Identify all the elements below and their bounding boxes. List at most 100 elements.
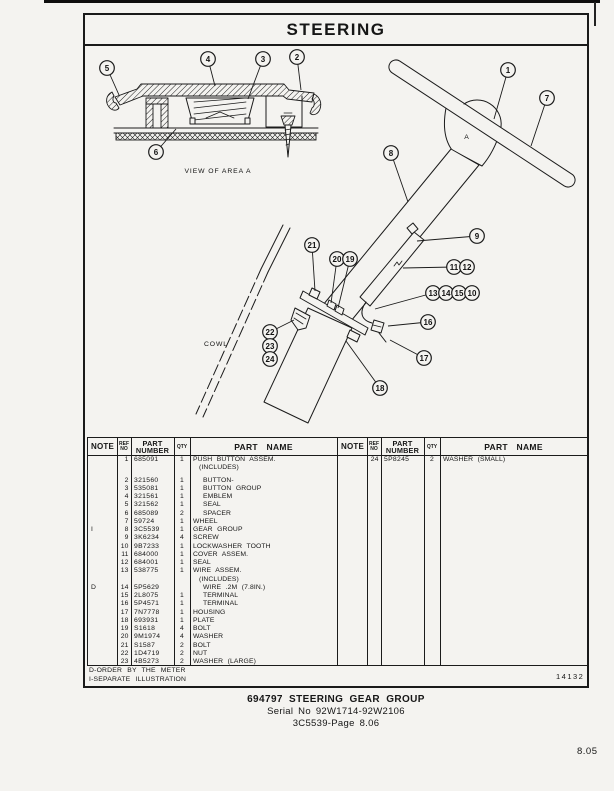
column-divider xyxy=(381,438,382,665)
cell-note xyxy=(88,609,117,617)
cell-part: 59724 xyxy=(134,517,155,525)
cell-note xyxy=(88,485,117,493)
callout-leader-8 xyxy=(390,152,409,203)
cell-part: 693931 xyxy=(134,616,159,624)
header-qty: QTY xyxy=(426,443,438,450)
cell-part: 2L8075 xyxy=(134,592,159,599)
cell-part: 9B7233 xyxy=(134,542,160,550)
cell-name: BUTTON- xyxy=(203,476,234,484)
cell-ref: 3 xyxy=(124,484,129,492)
cell-note xyxy=(88,576,117,584)
cell-ref: 13 xyxy=(120,567,129,575)
cowl-lines xyxy=(195,224,291,418)
table-header: NOTE REF NO PART NUMBER QTY PART NAME xyxy=(338,438,587,456)
column-divider xyxy=(367,438,368,665)
cell-ref: 2 xyxy=(124,476,129,484)
cell-name: WIRE .2M (7.8IN.) xyxy=(203,583,266,591)
cell-qty: 1 xyxy=(180,542,184,550)
cell-part: S1618 xyxy=(134,625,156,632)
callout-2: 2 xyxy=(289,49,305,91)
footer-block: 694797 STEERING GEAR GROUP Serial No 92W… xyxy=(83,694,589,729)
cell-note xyxy=(88,477,117,485)
cell-ref: 11 xyxy=(121,550,129,558)
cell-qty: 1 xyxy=(180,456,184,463)
callout-18: 18 xyxy=(345,340,388,396)
cell-note: I xyxy=(91,526,93,533)
cell-ref: 5 xyxy=(124,501,129,509)
callout-number-6: 6 xyxy=(154,148,159,157)
callout-9: 9 xyxy=(416,228,485,244)
cell-note xyxy=(88,625,117,633)
cell-note xyxy=(88,518,117,526)
callout-circle-10 xyxy=(464,285,480,301)
page-title: STEERING xyxy=(286,19,386,39)
mounting-plate xyxy=(299,290,369,336)
cell-ref: 15 xyxy=(120,592,129,599)
callout-8: 8 xyxy=(383,145,409,203)
cell-part: 5P8245 xyxy=(384,456,410,463)
steering-diagram: VIEW OF AREA A xyxy=(99,49,576,424)
cell-part: 535081 xyxy=(134,484,159,492)
cell-name: EMBLEM xyxy=(203,493,233,500)
callout-12: 12 xyxy=(459,259,475,275)
cell-note xyxy=(88,551,117,559)
callout-number-9: 9 xyxy=(475,232,480,241)
callout-5: 5 xyxy=(99,60,120,96)
callout-number-15: 15 xyxy=(455,289,464,298)
legend-d: D-ORDER BY THE METER xyxy=(89,667,186,674)
table-row: (INCLUDES) xyxy=(88,464,337,472)
callout-number-21: 21 xyxy=(308,241,317,250)
cell-part: 685091 xyxy=(134,456,159,463)
cell-qty: 4 xyxy=(180,625,184,632)
cell-ref: 16 xyxy=(120,600,129,608)
column-divider xyxy=(424,438,425,665)
cell-note xyxy=(88,567,117,575)
callout-17: 17 xyxy=(389,339,432,366)
callout-circle-19 xyxy=(342,251,358,267)
callout-number-12: 12 xyxy=(463,263,472,272)
cell-ref: 17 xyxy=(120,608,129,616)
callout-leader-7 xyxy=(530,97,548,147)
cell-ref: 22 xyxy=(120,649,129,657)
cell-name: WHEEL xyxy=(193,517,218,525)
page-number: 8.05 xyxy=(577,746,598,757)
page-title-bar: STEERING xyxy=(85,15,587,46)
cell-note xyxy=(88,493,117,501)
steering-wheel-rim xyxy=(388,59,576,188)
cell-part: 3C5539 xyxy=(134,526,160,533)
callout-number-1: 1 xyxy=(506,66,511,75)
cell-ref: 6 xyxy=(124,509,129,517)
cell-note xyxy=(88,658,117,665)
cell-qty: 1 xyxy=(180,517,184,525)
cell-qty: 1 xyxy=(180,600,184,608)
cell-part: 5P4571 xyxy=(134,600,160,608)
cell-ref xyxy=(117,576,131,584)
cell-name: SPACER xyxy=(203,509,232,517)
cell-name: WASHER xyxy=(193,633,224,641)
form-number: 14132 xyxy=(556,672,585,681)
cell-ref: 12 xyxy=(120,559,129,566)
wire-assembly xyxy=(359,231,425,307)
cell-name: WIRE ASSEM. xyxy=(193,567,242,575)
area-a-label: A xyxy=(464,134,469,141)
callout-number-19: 19 xyxy=(346,255,355,264)
cell-name: BOLT xyxy=(193,641,211,649)
cell-part: 321561 xyxy=(134,493,159,500)
column-divider xyxy=(131,438,132,665)
callout-circle-4 xyxy=(200,51,216,67)
footer-serial-range: Serial No 92W1714-92W2106 xyxy=(267,706,405,717)
